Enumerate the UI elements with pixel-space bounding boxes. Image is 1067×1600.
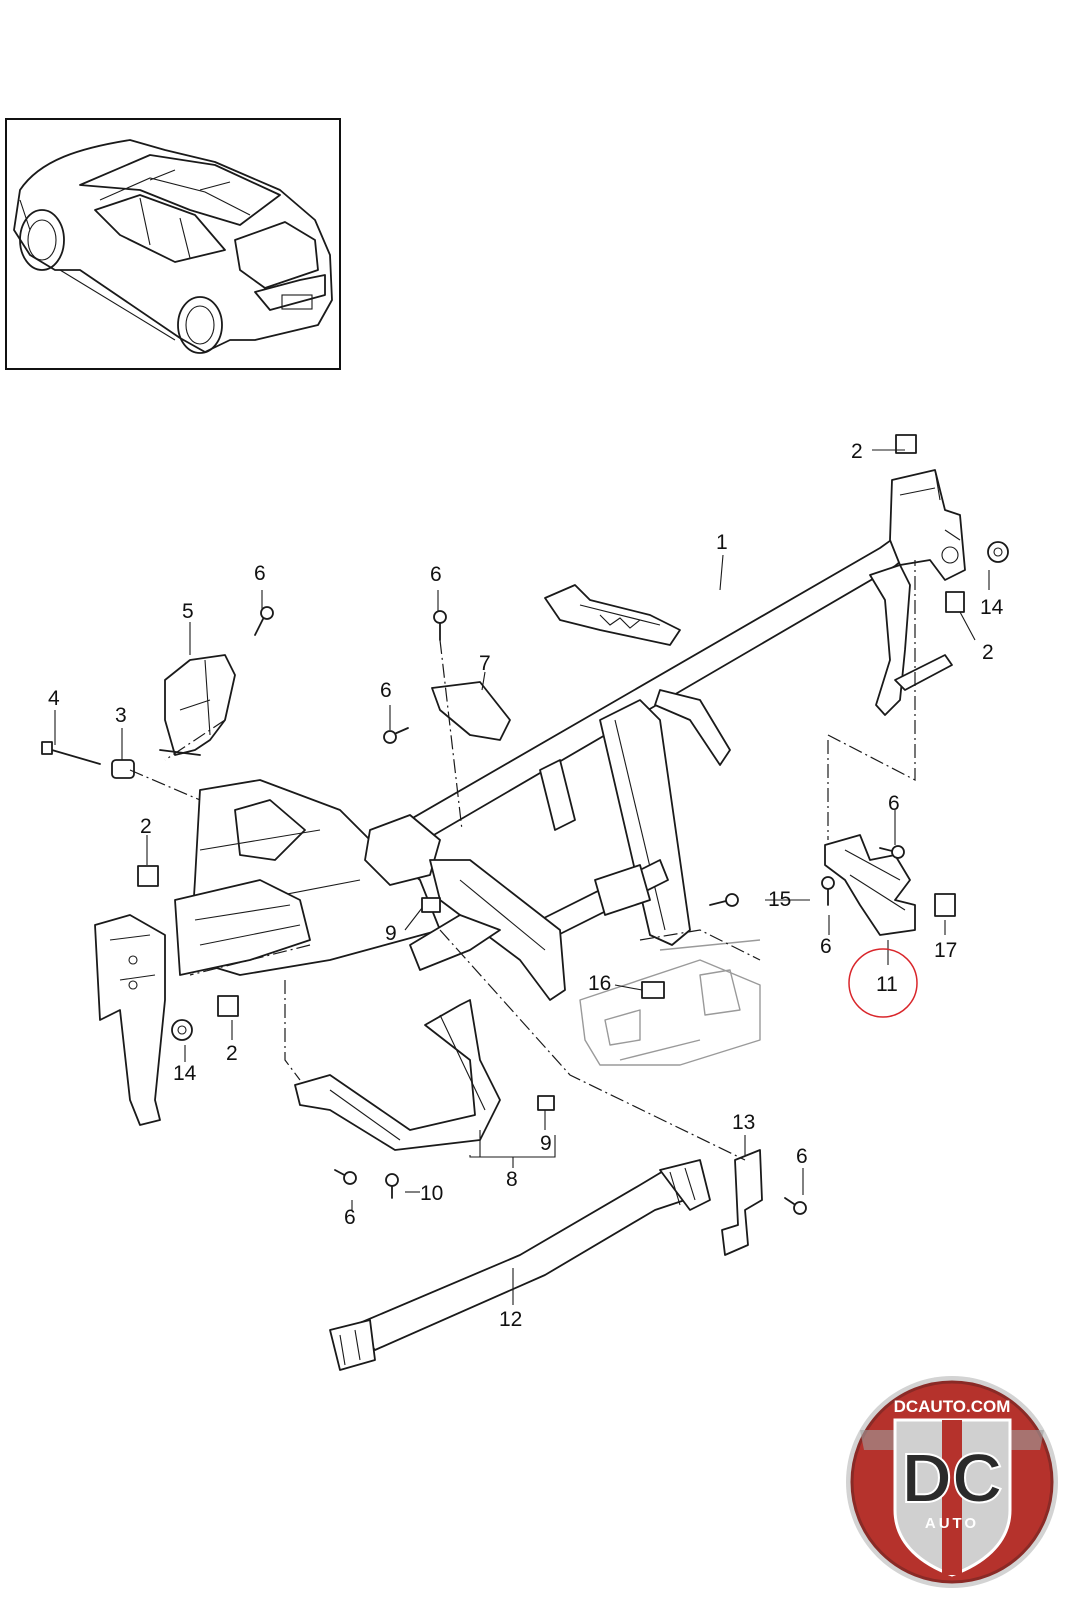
ghost-substructure <box>579 939 761 1066</box>
label-3: 3 <box>115 704 127 727</box>
label-6: 6 <box>380 679 392 702</box>
label-2: 2 <box>140 815 152 838</box>
callout-labels: 1 2 14 2 6 5 6 7 4 3 6 6 2 15 9 6 17 16 … <box>48 440 1004 1331</box>
label-17: 17 <box>934 939 957 962</box>
fasteners <box>41 434 1009 1215</box>
watermark-top-text: DCAUTO.COM <box>894 1397 1011 1416</box>
highlight-circle <box>848 948 918 1018</box>
watermark-logo-icon: DCAUTO.COM DC AUTO <box>846 1376 1058 1588</box>
label-6: 6 <box>430 563 442 586</box>
label-5: 5 <box>182 600 194 623</box>
label-14: 14 <box>980 596 1004 619</box>
label-10: 10 <box>420 1182 443 1205</box>
label-7: 7 <box>479 652 491 675</box>
bracket-7 <box>431 681 511 741</box>
label-6: 6 <box>344 1206 356 1229</box>
bracket-8 <box>294 999 501 1151</box>
assembly-lines <box>129 560 916 1161</box>
watermark-letters: DC <box>901 1439 1002 1517</box>
label-4: 4 <box>48 687 60 710</box>
label-6: 6 <box>820 935 832 958</box>
label-14: 14 <box>173 1062 197 1085</box>
leader-lines <box>54 449 990 1305</box>
label-2: 2 <box>851 440 863 463</box>
label-6: 6 <box>254 562 266 585</box>
label-2: 2 <box>226 1042 238 1065</box>
label-6: 6 <box>888 792 900 815</box>
label-1: 1 <box>716 531 728 554</box>
label-12: 12 <box>499 1308 522 1331</box>
label-9: 9 <box>385 922 397 945</box>
clip-11 <box>824 834 916 936</box>
cross-member <box>94 469 966 1126</box>
bracket-13 <box>721 1149 763 1256</box>
label-6: 6 <box>796 1145 808 1168</box>
label-2: 2 <box>982 641 994 664</box>
label-15: 15 <box>768 888 791 911</box>
bracket-5 <box>164 654 236 756</box>
watermark-bottom-text: AUTO <box>925 1515 979 1532</box>
label-13: 13 <box>732 1111 755 1134</box>
support-tube-12 <box>329 1159 711 1371</box>
label-8: 8 <box>506 1168 518 1191</box>
label-16: 16 <box>588 972 611 995</box>
label-11: 11 <box>876 973 898 996</box>
label-9: 9 <box>540 1132 552 1155</box>
vehicle-thumbnail-icon <box>5 118 341 370</box>
